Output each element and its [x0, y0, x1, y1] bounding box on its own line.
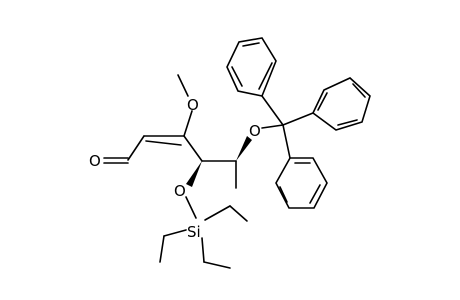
bond-ctrityl-ph-bottom	[282, 124, 291, 159]
phenyl-ring-top	[226, 37, 277, 97]
trityl-ether-oxygen-label: O	[249, 122, 261, 140]
bond-c3-ome	[183, 110, 193, 137]
bond-c2-c3-double	[145, 140, 182, 146]
bond-si-et2-a	[163, 229, 187, 237]
aldehyde-oxygen-label: O	[89, 152, 101, 170]
bond-o-si	[185, 196, 197, 219]
bond-si-et2-b	[159, 235, 165, 263]
bond-si-et1-b	[229, 205, 248, 222]
bond-c1-c2	[127, 135, 145, 161]
bond-ome-ch3	[177, 74, 189, 97]
wedge-c5-o	[236, 136, 252, 161]
bond-si-et3-b	[203, 261, 231, 269]
bond-ctrityl-ph-right	[282, 112, 314, 126]
wedge-c4-o	[186, 161, 202, 187]
bond-o-ctrityl	[261, 124, 284, 129]
phenyl-ring-right	[311, 77, 371, 131]
phenyl-ring-bottom	[275, 157, 328, 209]
silicon-label: Si	[187, 223, 201, 241]
bond-ctrityl-ph-top	[261, 95, 284, 126]
bond-si-et1-a	[204, 205, 231, 221]
bond-c3-c4	[183, 135, 203, 162]
methoxy-oxygen-label: O	[187, 96, 199, 114]
silyl-ether-oxygen-label: O	[174, 182, 186, 200]
bond-si-et3-a	[201, 237, 205, 263]
